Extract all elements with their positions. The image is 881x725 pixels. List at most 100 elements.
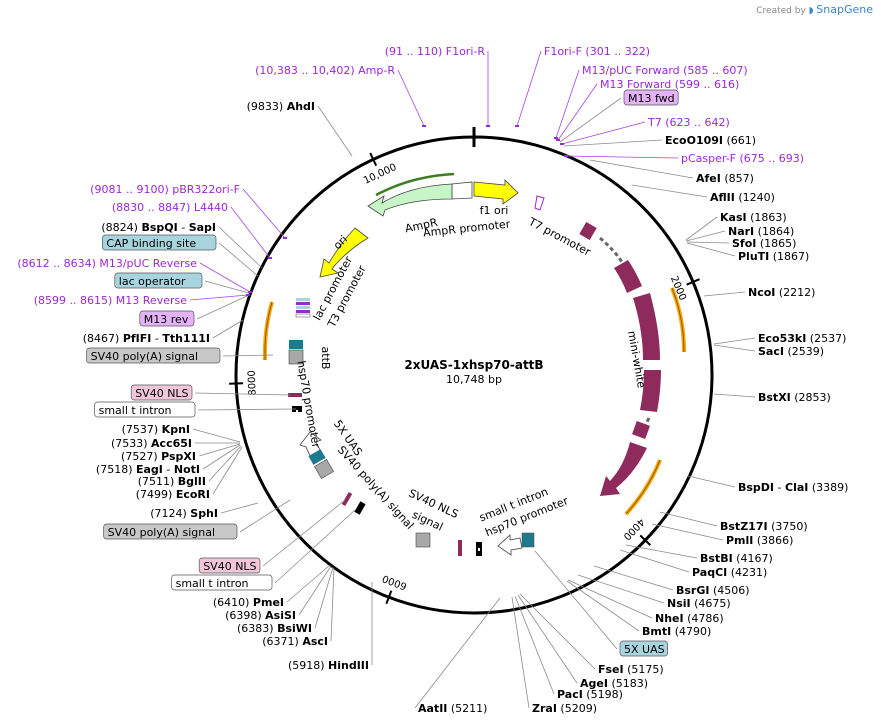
small-t-intron-bottom[interactable]: [476, 542, 482, 556]
site-left-14[interactable]: small t intron: [94, 401, 196, 418]
ampr-promoter-feature[interactable]: [451, 181, 473, 200]
site-left-7[interactable]: (8612 .. 8634) M13/pUC Reverse: [17, 257, 197, 270]
site-left-5[interactable]: (8824) BspQI - SapI: [101, 221, 216, 234]
site-box-left-23: [198, 557, 261, 574]
site-left-22[interactable]: SV40 poly(A) signal: [103, 523, 238, 540]
site-left-0[interactable]: (10,383 .. 10,402) Amp-R: [255, 64, 395, 77]
leader-right-31: [414, 597, 501, 709]
site-left-15[interactable]: (7537) KpnI: [122, 423, 190, 436]
leader-right-23: [577, 574, 665, 604]
site-left-17[interactable]: (7527) PspXI: [121, 450, 196, 463]
site-right-8[interactable]: AflII (1240): [710, 191, 775, 204]
site-left-11[interactable]: (8467) PfIFI - Tth111I: [83, 332, 210, 345]
f1-ori-feature[interactable]: [473, 179, 519, 205]
mini-white-segment-5[interactable]: [632, 421, 650, 439]
site-name-right-20: BstBI (4167): [700, 552, 773, 565]
uas-left-teal[interactable]: [308, 449, 326, 465]
sv40-nls-bottom[interactable]: [341, 491, 353, 507]
site-right-5[interactable]: EcoO109I (661): [665, 134, 756, 147]
site-right-3[interactable]: M13 fwd: [623, 89, 679, 106]
site-right-22[interactable]: BsrGI (4506): [676, 584, 750, 597]
site-right-17[interactable]: BspDI - ClaI (3389): [738, 481, 848, 494]
site-right-13[interactable]: NcoI (2212): [748, 286, 815, 299]
site-left-2[interactable]: (9833) AhdI: [247, 100, 315, 113]
site-right-16[interactable]: BstXI (2853): [758, 391, 831, 404]
mini-white-segment-4[interactable]: [640, 370, 661, 412]
site-right-15[interactable]: SacI (2539): [758, 345, 824, 358]
leader-left-9: [189, 294, 249, 301]
tick-1: [639, 534, 651, 546]
ampr-feature[interactable]: [367, 183, 453, 217]
site-right-9[interactable]: KasI (1863): [720, 211, 787, 224]
attb-feature[interactable]: [289, 340, 303, 349]
site-right-7[interactable]: AfeI (857): [696, 172, 754, 185]
hsp70-promoter-bottom[interactable]: [497, 534, 523, 556]
site-right-19[interactable]: PmlI (3866): [726, 534, 793, 547]
site-left-6[interactable]: CAP binding site: [102, 234, 217, 251]
site-left-26[interactable]: (6398) AsiSI: [225, 609, 296, 622]
mini-white-segment-1[interactable]: [579, 221, 597, 241]
mini-white-arrow[interactable]: [600, 442, 647, 496]
site-right-2[interactable]: M13 Forward (599 .. 616): [600, 78, 739, 91]
site-right-31[interactable]: AatII (5211): [418, 702, 487, 715]
lac-region[interactable]: [295, 298, 311, 318]
site-right-0[interactable]: F1ori-F (301 .. 322): [544, 45, 650, 58]
site-right-10[interactable]: NarI (1864): [728, 225, 794, 238]
site-right-24[interactable]: NheI (4786): [655, 612, 724, 625]
sv40-nls-left[interactable]: [288, 393, 302, 397]
ori-feature[interactable]: [319, 227, 369, 278]
site-right-30[interactable]: ZraI (5209): [532, 702, 597, 715]
site-right-28[interactable]: AgeI (5183): [580, 677, 648, 690]
site-right-25[interactable]: BmtI (4790): [642, 625, 711, 638]
site-right-1[interactable]: M13/pUC Forward (585 .. 607): [582, 64, 748, 77]
tick-label-2: 6000: [381, 572, 409, 591]
site-left-23[interactable]: SV40 NLS: [198, 557, 261, 574]
site-name-left-8: lac operator: [119, 275, 186, 288]
site-left-12[interactable]: SV40 poly(A) signal: [86, 347, 221, 364]
site-left-25[interactable]: (6410) PmeI: [213, 596, 284, 609]
site-right-11[interactable]: SfoI (1865): [732, 237, 796, 250]
sv40-polya-left-gray[interactable]: [314, 459, 334, 479]
site-left-21[interactable]: (7124) SphI: [150, 507, 218, 520]
site-left-19[interactable]: (7511) BglII: [138, 475, 206, 488]
site-left-3[interactable]: (9081 .. 9100) pBR322ori-F: [90, 183, 240, 196]
t7-promoter-feature[interactable]: [534, 195, 545, 211]
site-left-16[interactable]: (7533) Acc65I: [111, 437, 192, 450]
site-left-24[interactable]: small t intron: [171, 574, 273, 591]
sv40-polya-bottom-gray[interactable]: [415, 532, 431, 548]
site-right-27[interactable]: FseI (5175): [598, 663, 664, 676]
leader-right-6: [565, 155, 679, 159]
site-left-8[interactable]: lac operator: [114, 272, 203, 289]
site-left-27[interactable]: (6383) BsiWI: [237, 622, 312, 635]
mini-white-segment-2[interactable]: [614, 260, 642, 293]
mini-white-segment-3[interactable]: [633, 293, 660, 360]
uas-bottom-teal[interactable]: [521, 532, 535, 548]
site-right-6[interactable]: pCasper-F (675 .. 693): [681, 152, 804, 165]
site-left-1[interactable]: (91 .. 110) F1ori-R: [385, 45, 486, 58]
site-right-4[interactable]: T7 (623 .. 642): [647, 116, 730, 129]
site-right-12[interactable]: PluTI (1867): [738, 250, 809, 263]
site-left-29[interactable]: (5918) HindIII: [288, 659, 369, 672]
site-name-right-19: PmlI (3866): [726, 534, 793, 547]
site-left-18[interactable]: (7518) EagI - NotI: [96, 463, 200, 476]
small-t-intron-bottomleft[interactable]: [354, 501, 366, 515]
leader-right-7: [589, 159, 694, 179]
site-right-29[interactable]: PacI (5198): [557, 688, 623, 701]
site-right-18[interactable]: BstZ17I (3750): [720, 520, 808, 533]
sv40-nls-bottom2[interactable]: [458, 540, 462, 556]
site-left-9[interactable]: (8599 .. 8615) M13 Reverse: [34, 294, 187, 307]
site-labels: F1ori-F (301 .. 322) M13/pUC Forward (585…: [17, 45, 848, 715]
site-left-28[interactable]: (6371) AscI: [262, 635, 328, 648]
leader-right-21: [619, 549, 690, 573]
site-right-14[interactable]: Eco53kI (2537): [758, 332, 846, 345]
site-left-13[interactable]: SV40 NLS: [130, 384, 193, 401]
site-name-left-0: (10,383 .. 10,402) Amp-R: [255, 64, 395, 77]
site-left-4[interactable]: (8830 .. 8847) L4440: [112, 201, 228, 214]
small-t-intron-left[interactable]: [292, 406, 302, 416]
site-right-20[interactable]: BstBI (4167): [700, 552, 773, 565]
site-right-21[interactable]: PaqCI (4231): [692, 566, 767, 579]
site-left-10[interactable]: M13 rev: [139, 310, 195, 327]
site-left-20[interactable]: (7499) EcoRI: [136, 488, 210, 501]
site-right-23[interactable]: NsiI (4675): [667, 597, 731, 610]
site-right-26[interactable]: 5X UAS: [619, 640, 668, 657]
